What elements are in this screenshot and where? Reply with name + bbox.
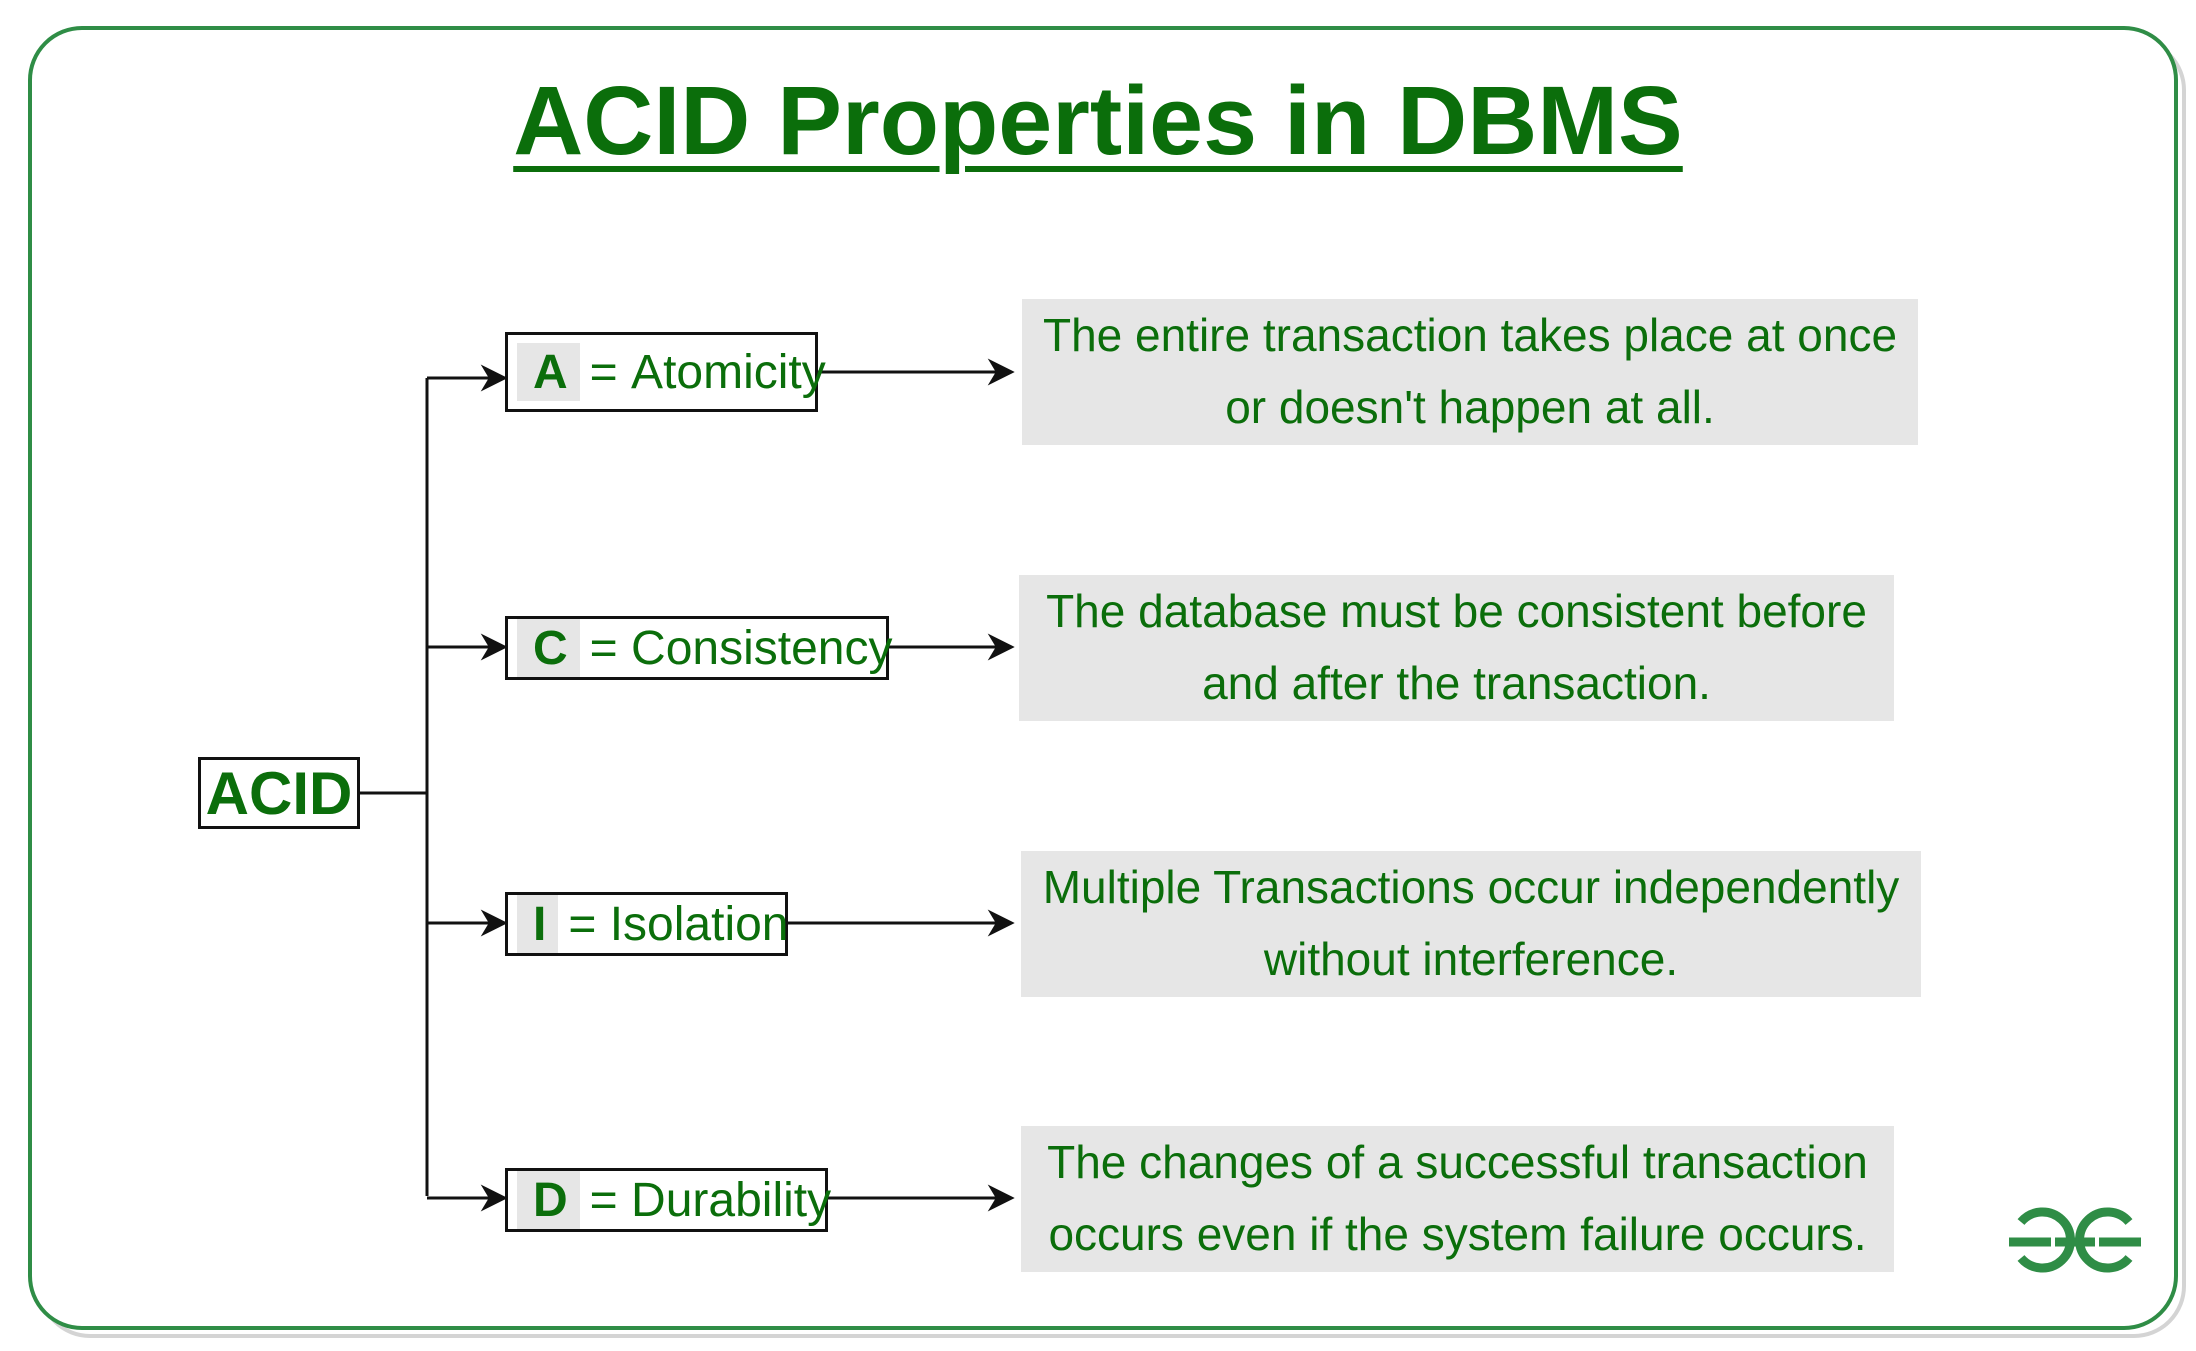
property-separator: = bbox=[589, 621, 618, 675]
description-line: without interference. bbox=[1263, 933, 1679, 985]
description-line: or doesn't happen at all. bbox=[1225, 381, 1715, 433]
property-separator: = bbox=[589, 345, 618, 399]
description-line: The database must be consistent before bbox=[1046, 585, 1867, 637]
property-letter: D bbox=[517, 1171, 580, 1229]
property-separator: = bbox=[589, 1173, 618, 1227]
property-separator: = bbox=[568, 897, 597, 951]
property-box-durability: D = Durability bbox=[505, 1168, 832, 1232]
description-atomicity: The entire transaction takes place at on… bbox=[1022, 299, 1918, 445]
property-letter: C bbox=[517, 619, 580, 677]
description-line: and after the transaction. bbox=[1202, 657, 1711, 709]
property-letter: A bbox=[517, 343, 580, 401]
property-box-isolation: I = Isolation bbox=[505, 892, 789, 956]
description-consistency: The database must be consistent before a… bbox=[1019, 575, 1894, 721]
description-line: The changes of a successful transaction bbox=[1047, 1136, 1868, 1188]
property-box-consistency: C = Consistency bbox=[505, 616, 893, 680]
acid-root-box: ACID bbox=[198, 757, 360, 829]
description-line: Multiple Transactions occur independentl… bbox=[1042, 861, 1900, 913]
property-name: Durability bbox=[631, 1173, 832, 1227]
property-name: Consistency bbox=[631, 621, 893, 675]
property-name: Isolation bbox=[609, 897, 789, 951]
property-letter: I bbox=[517, 895, 559, 953]
description-isolation: Multiple Transactions occur independentl… bbox=[1021, 851, 1921, 997]
description-line: occurs even if the system failure occurs… bbox=[1048, 1208, 1867, 1260]
description-durability: The changes of a successful transaction … bbox=[1021, 1126, 1894, 1272]
property-box-atomicity: A = Atomicity bbox=[505, 332, 826, 412]
diagram-title: ACID Properties in DBMS bbox=[513, 66, 1683, 175]
gfg-logo-icon bbox=[2009, 1207, 2141, 1273]
property-name: Atomicity bbox=[631, 345, 826, 399]
description-line: The entire transaction takes place at on… bbox=[1042, 309, 1898, 361]
